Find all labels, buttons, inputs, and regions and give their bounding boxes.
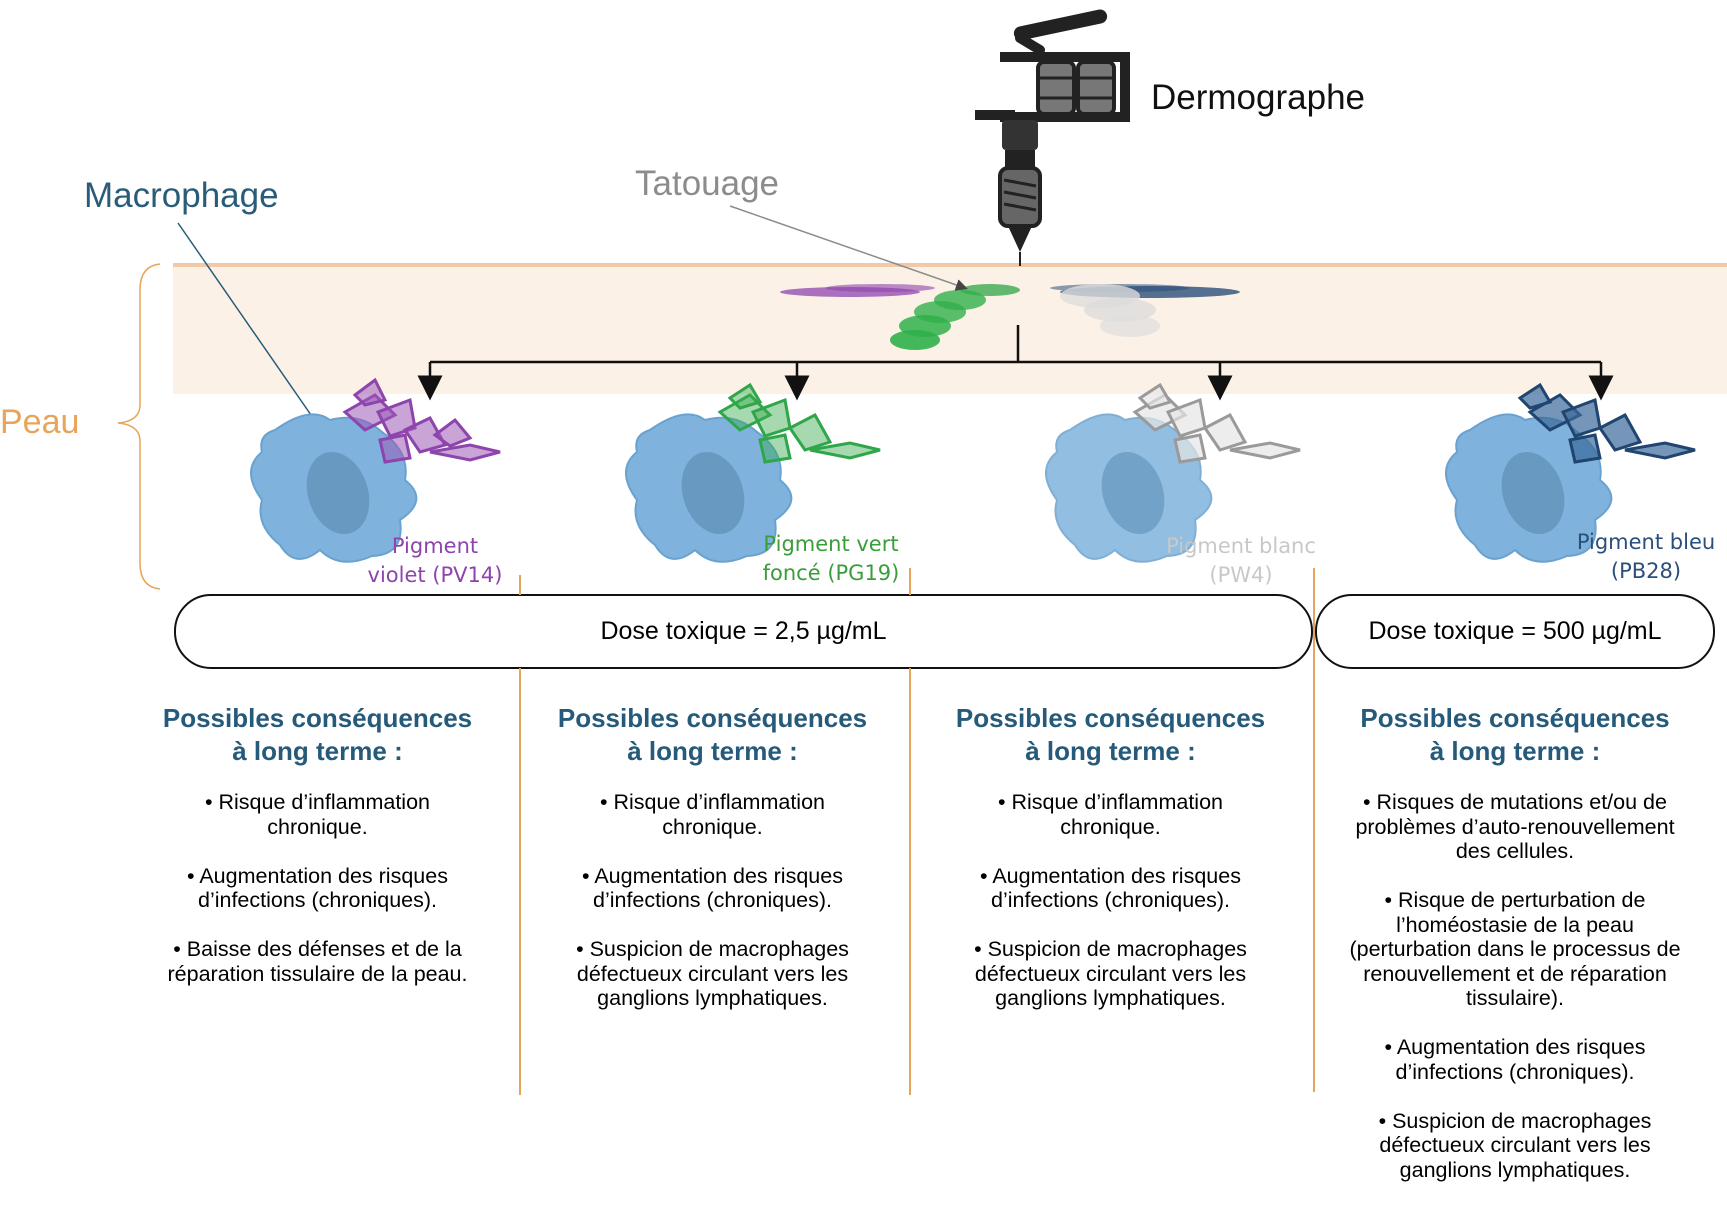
list-item: • Suspicion de macrophages défectueux ci… — [1378, 1108, 1652, 1182]
macrophage-blue-icon — [1445, 382, 1696, 563]
skin-brace — [117, 263, 161, 590]
consequences-column-2: Possibles conséquences à long terme : • … — [530, 702, 895, 1035]
macrophage-pointer-arrow — [177, 222, 322, 431]
list-item: • Augmentation des risques d’infections … — [980, 863, 1241, 913]
list-item: • Risque d’inflammation chronique. — [599, 790, 825, 839]
macrophage-label: Macrophage — [84, 176, 279, 215]
column-title: Possibles conséquences à long terme : — [955, 703, 1266, 766]
dose-low-text: Dose toxique = 2,5 µg/mL — [600, 617, 887, 645]
pigment-deposit — [780, 284, 1240, 350]
list-item: • Risque d’inflammation chronique. — [204, 790, 430, 839]
tattoo-machine-label: Dermographe — [1151, 78, 1365, 117]
list-item: • Suspicion de macrophages défectueux ci… — [974, 937, 1247, 1010]
tattoo-pointer-arrow — [729, 205, 968, 291]
list-item: • Risque d’inflammation chronique. — [997, 790, 1223, 839]
list-item: • Suspicion de macrophages défectueux ci… — [576, 937, 849, 1010]
list-item: • Augmentation des risques d’infections … — [187, 863, 448, 913]
list-item: • Baisse des défenses et de la réparatio… — [167, 937, 468, 986]
column-title: Possibles conséquences à long terme : — [162, 703, 473, 766]
macrophage-white-icon — [1045, 382, 1301, 563]
macrophage-violet-icon — [250, 377, 501, 563]
list-item: • Risques de mutations et/ou de problème… — [1355, 790, 1675, 863]
column-title: Possibles conséquences à long terme : — [1360, 703, 1670, 766]
consequence-list: • Risque d’inflammation chronique. • Aug… — [530, 790, 895, 1011]
column-dividers — [519, 568, 1315, 1095]
dose-pill-low — [174, 594, 1313, 669]
consequence-list: • Risques de mutations et/ou de problème… — [1330, 790, 1700, 1182]
pigment-label-white: Pigment blanc (PW4) — [1166, 534, 1316, 587]
consequence-list: • Risque d’inflammation chronique. • Aug… — [928, 790, 1293, 1011]
consequences-column-4: Possibles conséquences à long terme : • … — [1330, 702, 1700, 1207]
column-title: Possibles conséquences à long terme : — [557, 703, 868, 766]
consequences-column-3: Possibles conséquences à long terme : • … — [928, 702, 1293, 1035]
pigment-label-violet: Pigment violet (PV14) — [367, 534, 503, 587]
consequence-list: • Risque d’inflammation chronique. • Aug… — [135, 790, 500, 986]
dose-high-text: Dose toxique = 500 µg/mL — [1368, 617, 1662, 645]
consequences-column-1: Possibles conséquences à long terme : • … — [135, 702, 500, 1011]
distribution-arrows — [417, 325, 1614, 401]
tattoo-label: Tatouage — [635, 164, 780, 203]
pigment-label-green: Pigment vert foncé (PG19) — [762, 532, 900, 585]
dose-pill-high — [1315, 594, 1715, 669]
list-item: • Augmentation des risques d’infections … — [1384, 1035, 1646, 1084]
tattoo-machine-icon — [975, 9, 1130, 266]
pigment-label-blue: Pigment bleu (PB28) — [1576, 530, 1716, 583]
list-item: • Risque de perturbation de l’homéostasi… — [1349, 888, 1681, 1010]
list-item: • Augmentation des risques d’infections … — [582, 863, 843, 913]
skin-label: Peau — [0, 403, 80, 441]
macrophage-green-icon — [625, 382, 881, 563]
